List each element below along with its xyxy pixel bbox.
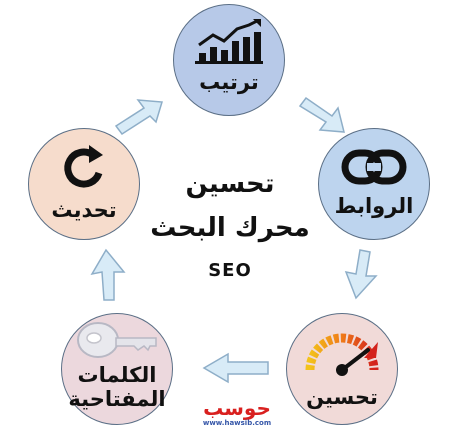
- node-update: تحديث: [28, 128, 140, 240]
- arrow-links-to-improve: [344, 249, 378, 300]
- center-title: تحسين محرك البحث: [145, 162, 315, 250]
- node-keywords-label-2: المفتاحية: [68, 387, 166, 411]
- node-links: الروابط: [318, 128, 430, 240]
- arrow-rank-to-links: [298, 96, 345, 133]
- center-seo: SEO: [208, 260, 252, 281]
- brand-url: www.hawsib.com: [202, 419, 272, 427]
- node-improve: تحسين: [286, 313, 398, 425]
- node-keywords: الكلمات المفتاحية: [61, 313, 173, 425]
- refresh-cycle-icon: [29, 143, 139, 193]
- arrow-improve-to-keywords: [202, 352, 269, 384]
- node-update-label: تحديث: [51, 198, 117, 222]
- bar-chart-growth-icon: [174, 19, 284, 65]
- chain-link-icon: [319, 147, 429, 187]
- speedometer-gauge-icon: [287, 328, 397, 378]
- center-title-line2: محرك البحث: [150, 213, 310, 243]
- node-rank: ترتيب: [173, 4, 285, 116]
- key-icon: [62, 318, 172, 362]
- node-links-label: الروابط: [334, 194, 414, 218]
- node-improve-label: تحسين: [306, 385, 378, 409]
- node-rank-label: ترتيب: [199, 70, 259, 94]
- brand-logo: حوسب: [203, 396, 271, 420]
- center-title-line1: تحسين: [185, 169, 275, 199]
- arrow-keywords-to-update: [90, 248, 126, 301]
- arrow-update-to-rank: [114, 99, 163, 136]
- node-keywords-label-1: الكلمات: [77, 363, 157, 387]
